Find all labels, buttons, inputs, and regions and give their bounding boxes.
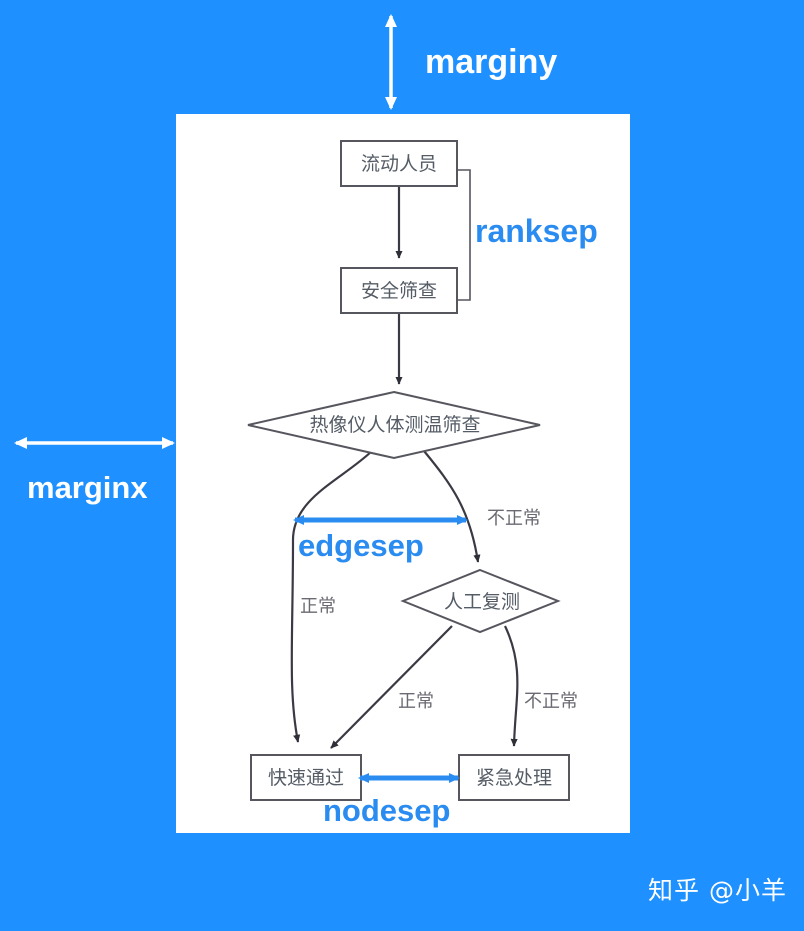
node-n1-label: 流动人员 bbox=[361, 153, 437, 175]
node-labels-group: 流动人员 安全筛查 热像仪人体测温筛查 人工复测 快速通过 紧急处理 bbox=[268, 153, 552, 789]
edge-labels-group: 正常 不正常 正常 不正常 bbox=[300, 508, 578, 712]
edges-group bbox=[290, 186, 519, 749]
marginx-label: marginx bbox=[27, 470, 148, 505]
node-n5-shape[interactable] bbox=[250, 754, 362, 801]
edge-n4-n6 bbox=[504, 625, 519, 747]
node-n2-shape[interactable] bbox=[340, 267, 458, 314]
marginy-label: marginy bbox=[425, 43, 558, 81]
node-n6-shape[interactable] bbox=[458, 754, 570, 801]
ranksep-label: ranksep bbox=[475, 213, 598, 249]
node-n1-shape[interactable] bbox=[340, 140, 458, 187]
nodes-group bbox=[247, 140, 570, 801]
edge-n4-n6-label: 不正常 bbox=[524, 691, 578, 712]
ranksep-bracket bbox=[457, 169, 471, 301]
nodesep-label: nodesep bbox=[323, 793, 451, 828]
edge-n4-n5 bbox=[330, 625, 453, 749]
edge-n3-n5 bbox=[290, 450, 373, 743]
node-n3-label: 热像仪人体测温筛查 bbox=[309, 414, 480, 436]
node-n4-label: 人工复测 bbox=[444, 591, 520, 613]
edge-n3-n4 bbox=[423, 450, 481, 563]
node-n3-shape[interactable] bbox=[247, 390, 541, 460]
node-n6-label: 紧急处理 bbox=[476, 767, 552, 789]
node-n2-label: 安全筛查 bbox=[361, 280, 437, 302]
edge-n4-n5-label: 正常 bbox=[398, 691, 434, 712]
edgesep-label: edgesep bbox=[298, 528, 424, 563]
edge-n3-n4-label: 不正常 bbox=[487, 508, 541, 529]
node-n5-label: 快速通过 bbox=[268, 767, 344, 789]
watermark-text: 知乎 @小羊 bbox=[648, 876, 787, 905]
node-n4-shape[interactable] bbox=[400, 568, 561, 634]
edge-n3-n5-label: 正常 bbox=[300, 596, 336, 617]
graph-panel bbox=[176, 114, 630, 833]
